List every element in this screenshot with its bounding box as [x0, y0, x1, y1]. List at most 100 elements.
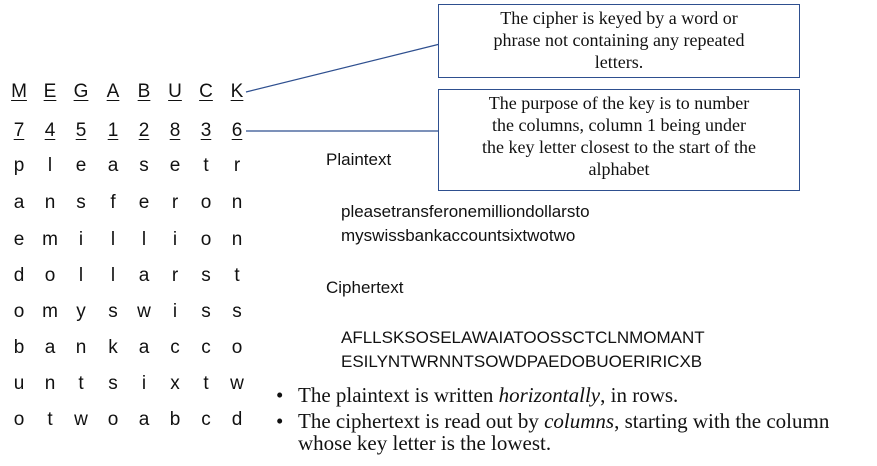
grid-cell: l	[110, 265, 116, 286]
grid-cell: s	[201, 301, 211, 322]
grid-cell: o	[200, 229, 212, 250]
key-number: 2	[138, 120, 150, 141]
grid-cell: t	[47, 409, 53, 430]
grid-cell: k	[108, 337, 118, 358]
key-number: 7	[13, 120, 25, 141]
key-number: 1	[107, 120, 119, 141]
plaintext-line-1: pleasetransferonemilliondollarsto	[341, 202, 590, 221]
grid-cell: t	[234, 265, 240, 286]
key-letter: G	[73, 81, 89, 102]
grid-cell: u	[13, 373, 25, 394]
grid-cell: s	[76, 192, 86, 213]
grid-cell: t	[203, 155, 209, 176]
grid-cell: r	[171, 265, 179, 286]
grid-cell: a	[138, 409, 150, 430]
key-letter: E	[43, 81, 57, 102]
key-letter: C	[199, 81, 213, 102]
grid-cell: s	[232, 301, 242, 322]
grid-cell: r	[171, 192, 179, 213]
grid-cell: a	[107, 155, 119, 176]
callout-line: letters.	[594, 52, 644, 72]
grid-cell: o	[200, 192, 212, 213]
key-number: 4	[44, 120, 56, 141]
callout-line: The purpose of the key is to number	[488, 93, 750, 113]
grid-cell: m	[42, 301, 58, 322]
keyword-connector-line	[245, 43, 441, 93]
grid-cell: y	[76, 301, 86, 322]
grid-cell: a	[138, 337, 150, 358]
callout-line: the columns, column 1 being under	[492, 115, 746, 135]
grid-cell: s	[108, 301, 118, 322]
grid-cell: e	[138, 192, 150, 213]
grid-cell: o	[44, 265, 56, 286]
grid-cell: l	[47, 155, 53, 176]
grid-cell: l	[78, 265, 84, 286]
grid-cell: o	[107, 409, 119, 430]
key-number: 3	[200, 120, 212, 141]
grid-cell: l	[110, 229, 116, 250]
grid-cell: o	[231, 337, 243, 358]
grid-cell: e	[169, 155, 181, 176]
grid-cell: e	[13, 229, 25, 250]
key-letter: M	[11, 81, 27, 102]
key-letter: B	[137, 81, 151, 102]
grid-cell: f	[110, 192, 116, 213]
grid-cell: s	[139, 155, 149, 176]
grid-cell: i	[78, 229, 84, 250]
callout-line: alphabet	[588, 159, 650, 179]
grid-cell: m	[42, 229, 58, 250]
key-number: 5	[75, 120, 87, 141]
bullet-item: •The ciphertext is read out by columns, …	[276, 409, 830, 455]
grid-cell: i	[141, 373, 147, 394]
grid-cell: d	[13, 265, 25, 286]
callout-line: phrase not containing any repeated	[493, 30, 745, 50]
grid-cell: o	[13, 301, 25, 322]
key-number: 8	[169, 120, 181, 141]
grid-cell: p	[13, 155, 25, 176]
key-letter: U	[168, 81, 182, 102]
grid-cell: a	[13, 192, 25, 213]
grid-cell: n	[75, 337, 87, 358]
grid-cell: c	[201, 337, 211, 358]
ciphertext-label: Ciphertext	[326, 278, 404, 297]
grid-cell: r	[233, 155, 241, 176]
grid-cell: w	[74, 409, 88, 430]
grid-cell: b	[169, 409, 181, 430]
key-letter: K	[230, 81, 244, 102]
grid-cell: l	[141, 229, 147, 250]
grid-cell: d	[231, 409, 243, 430]
grid-cell: i	[172, 301, 178, 322]
grid-cell: n	[44, 192, 56, 213]
grid-cell: a	[44, 337, 56, 358]
grid-cell: i	[172, 229, 178, 250]
grid-cell: c	[170, 337, 180, 358]
explanation-bullets: •The plaintext is written horizontally, …	[274, 384, 874, 454]
grid-cell: t	[78, 373, 84, 394]
grid-cell: t	[203, 373, 209, 394]
grid-cell: a	[138, 265, 150, 286]
grid-cell: n	[44, 373, 56, 394]
grid-cell: o	[13, 409, 25, 430]
bullet-item: •The plaintext is written horizontally, …	[276, 383, 679, 407]
key-letter: A	[106, 81, 120, 102]
grid-cell: n	[231, 229, 243, 250]
ciphertext-line-2: ESILYNTWRNNTSOWDPAEDOBUOERIRICXB	[341, 352, 703, 371]
plaintext-label: Plaintext	[326, 150, 392, 169]
grid-cell: b	[13, 337, 25, 358]
grid-cell: e	[75, 155, 87, 176]
grid-cell: x	[170, 373, 180, 394]
grid-cell: n	[231, 192, 243, 213]
callout-line: The cipher is keyed by a word or	[500, 8, 738, 28]
grid-cell: w	[137, 301, 151, 322]
plaintext-line-2: myswissbankaccountsixtwotwo	[341, 226, 576, 245]
grid-cell: c	[201, 409, 211, 430]
grid-cell: w	[230, 373, 244, 394]
ciphertext-line-1: AFLLSKSOSELAWAIATOOSSCTCLNMOMANT	[341, 328, 705, 347]
grid-cell: s	[108, 373, 118, 394]
grid-cell: s	[201, 265, 211, 286]
callout-line: the key letter closest to the start of t…	[482, 137, 756, 157]
key-number: 6	[231, 120, 243, 141]
